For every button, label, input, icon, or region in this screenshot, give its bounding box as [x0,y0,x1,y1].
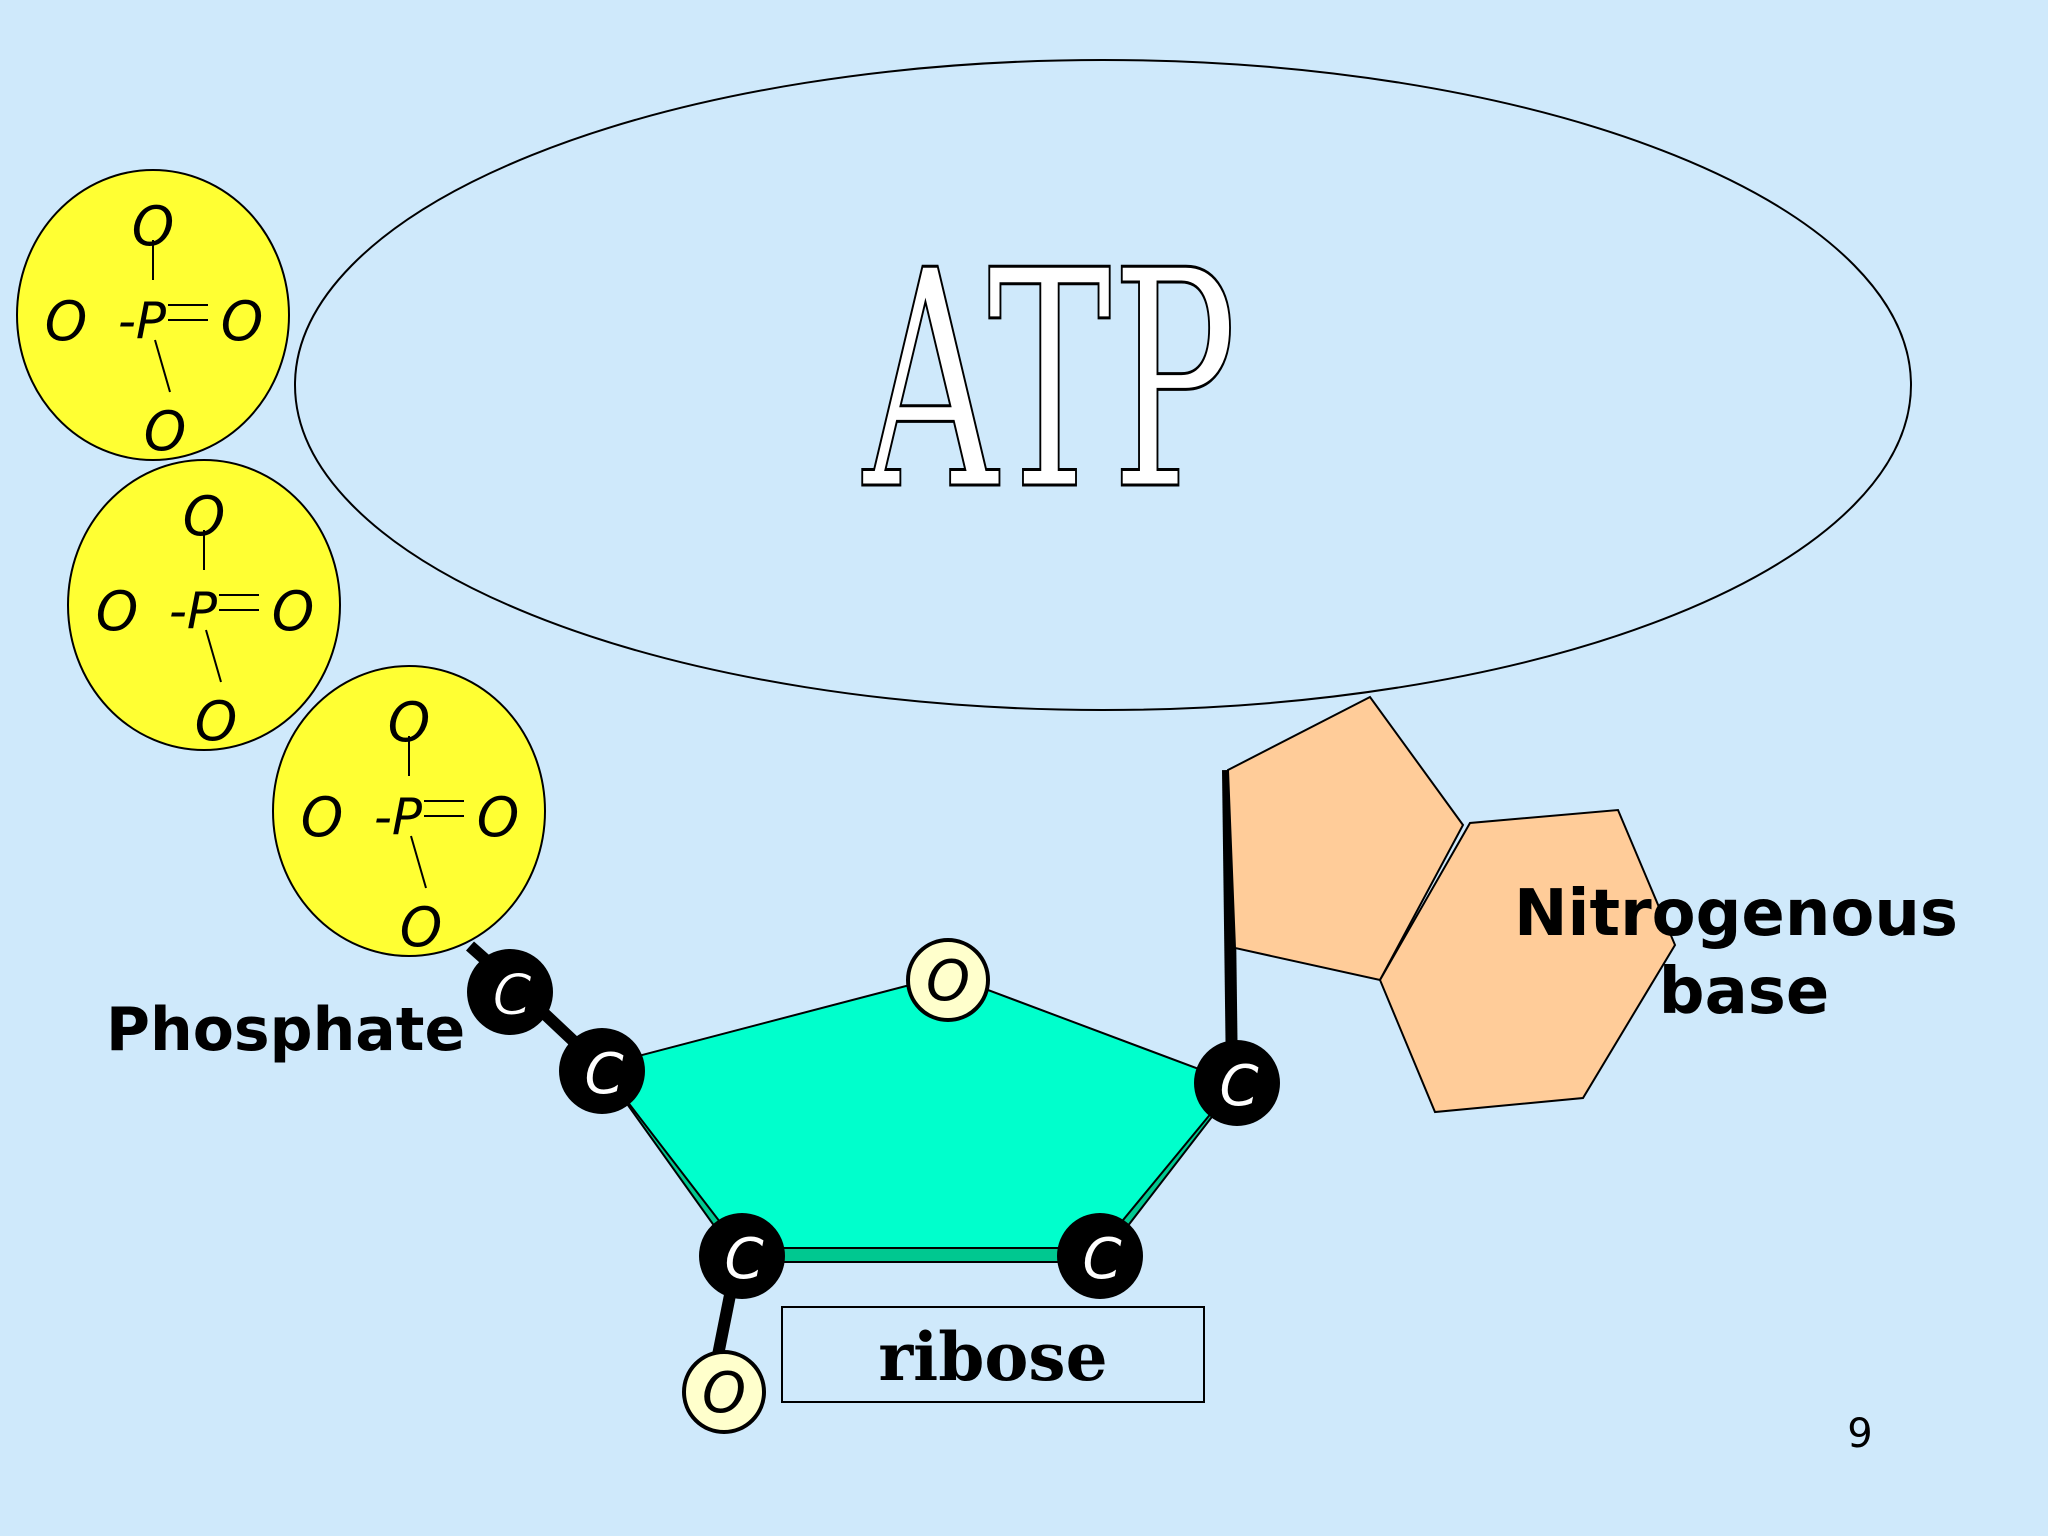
slide-title: ATP [862,206,1237,556]
phosphate-right-oxygen: O [477,786,520,849]
ring-oxygen-label: O [926,949,970,1014]
phosphate-top-oxygen: O [183,485,226,548]
carbon-atom-1: C [467,949,553,1035]
base-pentagon [1226,695,1465,982]
base-hexagon [1378,808,1677,1114]
phosphate-group-3: O O -P O O [272,665,546,959]
carbon-atom-3: C [1194,1040,1280,1126]
phosphate-top-oxygen: O [388,691,431,754]
phosphate-left-oxygen: O [45,290,88,353]
phosphate-bottom-oxygen: O [144,400,187,463]
phosphate-group-1: O O -P O O [16,169,290,463]
hydroxyl-oxygen-atom: O [682,1350,766,1434]
carbon-label: C [724,1227,763,1292]
carbon-atom-2: C [559,1028,645,1114]
phosphate-right-oxygen: O [272,580,315,643]
nitrogenous-base [1226,695,1677,1114]
carbon-label: C [1082,1227,1121,1292]
phosphate-circle [67,459,341,751]
ring-oxygen-atom: O [906,938,990,1022]
title-oval [294,59,1912,711]
carbon-label: C [492,963,531,1028]
page-number: 9 [1847,1411,1872,1457]
ribose-ring [598,973,1240,1263]
phosphate-right-oxygen: O [221,290,264,353]
phosphate-group-2: O O -P O O [67,459,341,753]
phosphate-top-oxygen: O [132,195,175,258]
phosphate-circle [272,665,546,957]
phosphate-bottom-oxygen: O [400,896,443,959]
carbon-atom-4: C [699,1213,785,1299]
carbon-label: C [1219,1054,1258,1119]
phosphate-circle [16,169,290,461]
hydroxyl-oxygen-label: O [702,1361,746,1426]
ribose-label-box: ribose [781,1306,1205,1403]
ribose-pentagon [598,973,1238,1249]
phosphate-left-oxygen: O [301,786,344,849]
carbon-atom-5: C [1057,1213,1143,1299]
phosphorus-label: -P [169,582,218,640]
carbon-label: C [584,1042,623,1107]
phosphate-left-oxygen: O [96,580,139,643]
ribose-label: ribose [878,1318,1107,1396]
phosphate-bottom-oxygen: O [195,690,238,753]
nitrogenous-base-label-line2: base [1659,955,1830,1029]
ribose-base-bond [1222,769,1238,1081]
nitrogenous-base-label-line1: Nitrogenous [1514,877,1958,951]
phosphate-label: Phosphate [106,995,465,1065]
title-callout: ATP [294,59,1912,711]
phosphorus-label: -P [374,788,423,846]
phosphorus-label: -P [118,292,167,350]
